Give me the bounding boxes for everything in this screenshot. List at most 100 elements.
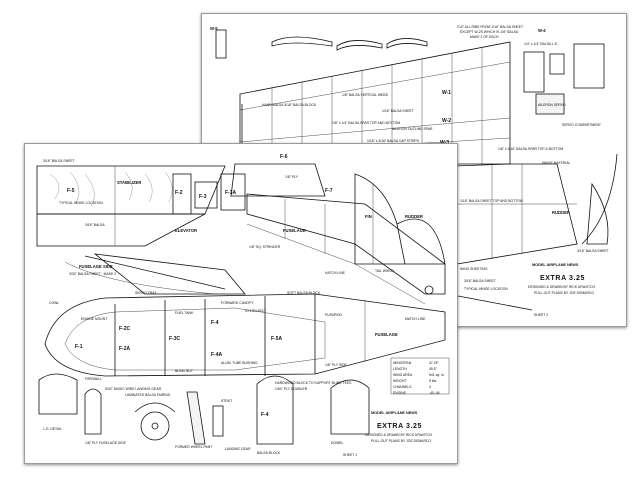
label-balsa-block: BALSA BLOCK bbox=[257, 451, 281, 455]
sheet1-number: SHEET 1 bbox=[343, 453, 357, 457]
label-aileron-spar: AILERON OUTLINE SPAR bbox=[392, 127, 433, 131]
spec-key-4: CHANNELS bbox=[393, 385, 412, 389]
label-typical-hinge-2: TYPICAL HINGE LOCATION bbox=[464, 287, 508, 291]
label-servo-tray: SERVO TRAY bbox=[135, 291, 157, 295]
label-tail-wheel: TAIL WHEEL bbox=[375, 269, 395, 273]
part-w1: W-1 bbox=[442, 90, 451, 96]
label-nylon-bolt: NYLON BOLT bbox=[245, 309, 266, 313]
part-f6: F-6 bbox=[280, 154, 288, 160]
label-dowel: DOWEL bbox=[331, 441, 344, 445]
label-laminated-fairing: LAMINATED BALSA FAIRING bbox=[125, 393, 171, 397]
sheet1-title: EXTRA 3.25 bbox=[377, 423, 422, 430]
label-fin: FIN bbox=[365, 214, 372, 219]
label-typical-hinge-s1: TYPICAL HINGE LOCATION bbox=[59, 201, 103, 205]
label-top-and-bottom: 1/8" x 3/16" BALSA SPAR TOP & BOTTOM bbox=[498, 147, 563, 151]
label-fuselage-side-sub: 3/32" BALSA SHEET - MAKE 2 bbox=[69, 272, 116, 276]
sheet2-publisher: MODEL AIRPLANE NEWS bbox=[532, 263, 579, 267]
label-landing-gear: LANDING GEAR bbox=[225, 447, 251, 451]
sheet2-title: EXTRA 3.25 bbox=[540, 275, 585, 282]
sheet1-publisher: MODEL AIRPLANE NEWS bbox=[371, 411, 418, 415]
label-ply-side: 1/8" PLY SIDE bbox=[325, 363, 348, 367]
label-balsa-edge: 3/16" BALSA bbox=[85, 223, 105, 227]
label-spar-top-bottom: 1/8" x 1/4" BALSA SPAR TOP AND BOTTOM bbox=[332, 121, 400, 125]
spec-key-0: WINGSPAN bbox=[393, 361, 412, 365]
title-block-sheet-2: MODEL AIRPLANE NEWS EXTRA 3.25 DESIGNED … bbox=[528, 263, 596, 317]
sheet2-designed: DESIGNED & DRAWN BY RICK URAVITCH bbox=[528, 285, 596, 289]
label-alum-tube: ALUM. TUBE BUSHING bbox=[221, 361, 258, 365]
label-rudder-sheet: 3/16" BALSA SHEET bbox=[577, 249, 609, 253]
label-hardwood-block: HARDWOOD BLOCK TO SUPPORT BLIND TEES bbox=[275, 381, 352, 385]
part-f3c: F-3C bbox=[169, 336, 181, 342]
stabilizer-elevator-view: STABILIZER 3/16" BALSA SHEET TYPICAL HIN… bbox=[36, 159, 226, 295]
servo-area: AILERON SERVO SERVO COMPARTMENT 1/8" x 3… bbox=[498, 43, 609, 245]
fuselage-plan-drawing: STABILIZER 3/16" BALSA SHEET TYPICAL HIN… bbox=[36, 154, 450, 457]
part-f3a: F-3A bbox=[225, 190, 237, 196]
spec-val-4: 4 bbox=[429, 385, 431, 389]
label-blind-nut: BLIND NUT bbox=[175, 369, 193, 373]
landing-gear-details: L.G. DETAIL 5/32" MUSIC WIRE LANDING GEA… bbox=[38, 373, 370, 455]
label-ply-fuselage: 1/8" PLY FUSELAGE SIDE bbox=[85, 441, 127, 445]
part-f2c: F-2C bbox=[119, 326, 131, 332]
fin-rudder-view: FIN RUDDER F-7 bbox=[325, 173, 446, 265]
label-tail-sheet-edge: 3/16" BALSA SHEET bbox=[464, 279, 496, 283]
label-fuel-tank: FUEL TANK bbox=[175, 311, 194, 315]
part-f7: F-7 bbox=[325, 188, 333, 194]
sheet1-pullout: PULL-OUT PLANS BY JOE DEMARCO bbox=[371, 439, 431, 443]
spec-key-2: WING AREA bbox=[393, 373, 413, 377]
spec-key-3: WEIGHT bbox=[393, 379, 407, 383]
label-aileron-servo: AILERON SERVO bbox=[538, 103, 566, 107]
note-ribs-1: CUT ALL RIBS FROM 1/16" BALSA SHEET bbox=[457, 25, 523, 29]
label-hand-balsa: HAND BALSA 3/16" BALSA BLOCK bbox=[262, 103, 317, 107]
spec-val-5: .40-.46 bbox=[429, 391, 440, 395]
spec-key-1: LENGTH bbox=[393, 367, 407, 371]
label-fuselage-2: FUSELAGE bbox=[375, 332, 398, 337]
label-hatch: HATCH LINE bbox=[325, 271, 346, 275]
plan-sheet-1: STABILIZER 3/16" BALSA SHEET TYPICAL HIN… bbox=[24, 143, 458, 464]
label-ply-doubler: 1/64" PLY DOUBLER bbox=[275, 387, 308, 391]
spec-key-5: ENGINE bbox=[393, 391, 407, 395]
spec-table: WINGSPAN 47.25" LENGTH 45.5" WING AREA 5… bbox=[390, 357, 450, 395]
part-f5-stab: F-5 bbox=[67, 188, 75, 194]
label-wing-sheeting: WING SHEETING bbox=[460, 267, 488, 271]
label-pushrod: PUSHROD bbox=[325, 313, 343, 317]
label-fuselage-side: FUSELAGE SIDE bbox=[79, 264, 113, 269]
sheet1-designed: DESIGNED & DRAWN BY RICK URAVITCH bbox=[365, 433, 433, 437]
part-f3: F-3 bbox=[199, 194, 207, 200]
label-stringer: 1/8" SQ. STRINGER bbox=[249, 245, 281, 249]
label-cap-strips: 1/16" x 3/16" BALSA CAP STRIPS bbox=[367, 139, 420, 143]
note-le-spar: 1/4" x 1/4" BALSA L.E. bbox=[524, 42, 558, 46]
label-vertical-webs: 1/8" BALSA VERTICAL WEBS bbox=[342, 93, 389, 97]
spec-val-2: 541 sq. in. bbox=[429, 373, 445, 377]
part-f1: F-1 bbox=[75, 344, 83, 350]
label-hinge-material: HINGE MATERIAL bbox=[542, 161, 570, 165]
label-ply: 1/8" PLY bbox=[285, 175, 299, 179]
label-elevator: ELEVATOR bbox=[175, 228, 197, 233]
label-rudder-s1: RUDDER bbox=[405, 214, 423, 219]
label-wheel-pant: FORMED WHEEL PANT bbox=[175, 445, 212, 449]
former-parts-group: F-2 F-3 F-3A F-6 1/8" PLY bbox=[172, 154, 326, 215]
label-engine-mount: ENGINE MOUNT bbox=[81, 317, 107, 321]
label-cowl: COWL bbox=[49, 301, 59, 305]
spec-val-1: 45.5" bbox=[429, 367, 438, 371]
label-strut: STRUT bbox=[221, 399, 232, 403]
label-sheet-leading: 1/16" BALSA SHEET bbox=[382, 109, 414, 113]
part-f4: F-4 bbox=[211, 320, 219, 326]
label-soft-balsa: SOFT BALSA BLOCK bbox=[287, 291, 321, 295]
sheet2-number: SHEET 2 bbox=[534, 313, 548, 317]
label-rudder-sheet2: RUDDER bbox=[552, 210, 570, 215]
label-fuselage: FUSELAGE bbox=[283, 228, 306, 233]
label-stabilizer: STABILIZER bbox=[117, 180, 141, 185]
sheet2-pullout: PULL-OUT PLANS BY JOE DEMARCO bbox=[534, 291, 594, 295]
label-forward-canopy: FORWARD CANOPY bbox=[221, 301, 254, 305]
title-block-sheet-1: MODEL AIRPLANE NEWS EXTRA 3.25 DESIGNED … bbox=[343, 411, 433, 457]
note-ribs-2: EXCEPT W-2S WHICH IS 1/8" BALSA bbox=[460, 30, 519, 34]
part-f4a: F-4A bbox=[211, 352, 223, 358]
part-f4-lower: F-4 bbox=[261, 412, 269, 418]
fuselage-side-view: FUSELAGE SOFT BALSA BLOCK 1/8" SQ. STRIN… bbox=[246, 193, 446, 305]
label-servo-compartment: SERVO COMPARTMENT bbox=[562, 123, 601, 127]
note-ribs-3: MAKE 2 OF EACH bbox=[470, 35, 499, 39]
label-balsa-sheet-top: 3/16" BALSA SHEET bbox=[43, 159, 75, 163]
label-sheet-tail: 1/16" BALSA SHEET TOP AND BOTTOM bbox=[460, 199, 523, 203]
spec-val-0: 47.25" bbox=[429, 361, 439, 365]
part-w2: W-2 bbox=[442, 118, 451, 124]
